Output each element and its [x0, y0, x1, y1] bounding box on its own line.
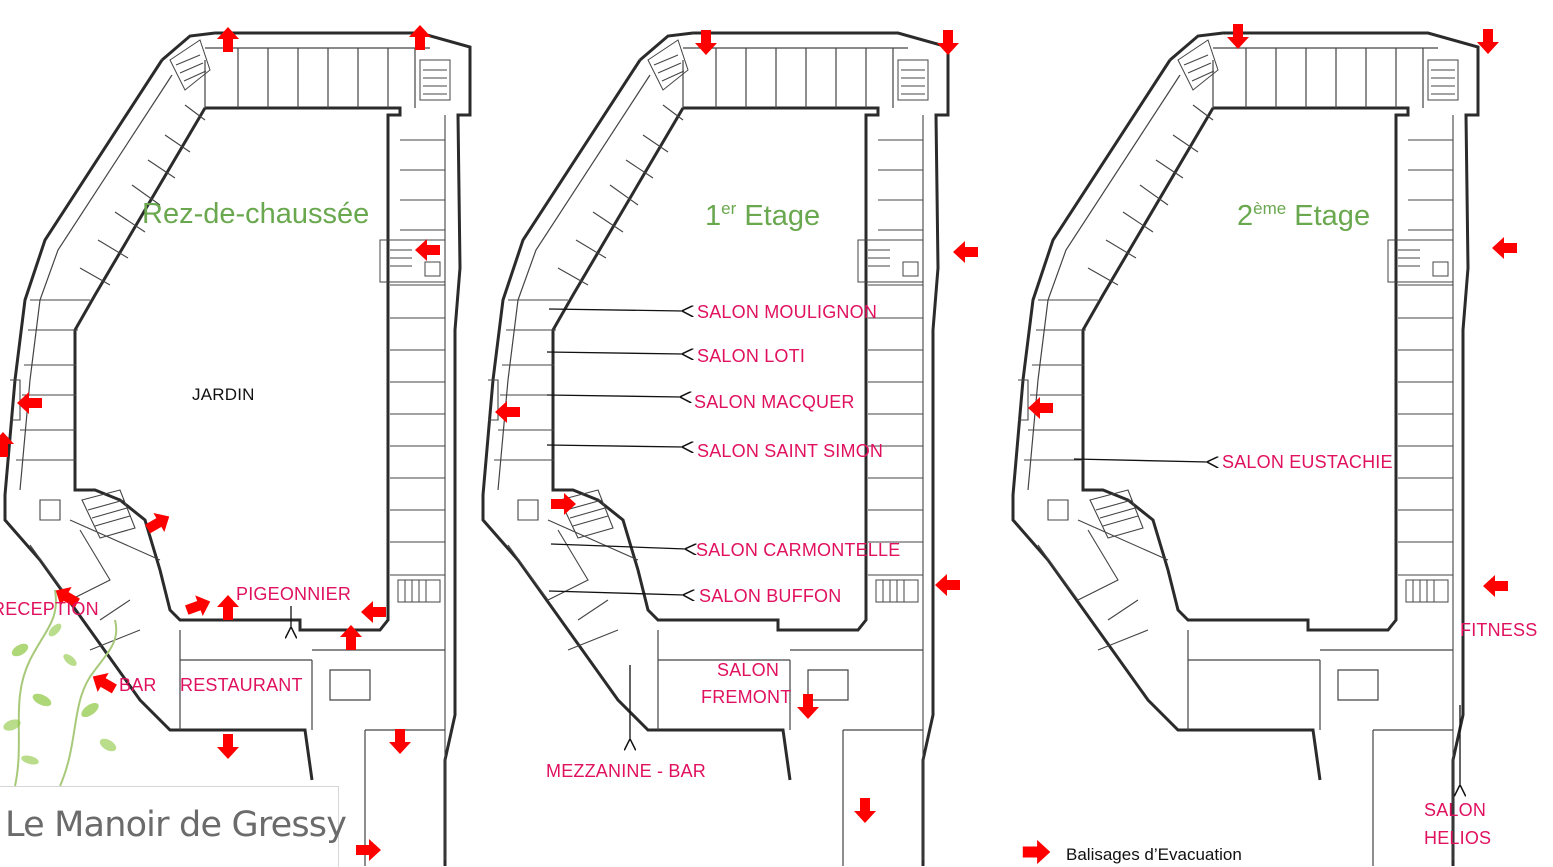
pointer-arrows [291, 309, 1460, 786]
red-arrow-icon [854, 798, 876, 823]
red-arrow-icon [389, 729, 411, 754]
red-arrow-icon [87, 666, 120, 699]
red-arrow-icon [937, 30, 959, 55]
label-restaurant: RESTAURANT [180, 675, 303, 695]
red-arrow-icon [1028, 397, 1053, 419]
label-salon-carmontelle: SALON CARMONTELLE [696, 540, 901, 560]
red-arrow-icon [1477, 29, 1499, 54]
red-arrow-icon [935, 574, 960, 596]
red-arrow-icon [361, 601, 386, 623]
red-arrow-icon [1492, 237, 1517, 259]
red-arrow-icon [1227, 24, 1249, 49]
legend-label: Balisages d’Evacuation [1066, 845, 1242, 864]
label-salon-helios-line1: SALON [1424, 800, 1487, 820]
red-arrow-icon [356, 839, 381, 861]
red-arrow-icon [495, 401, 520, 423]
label-salon-loti: SALON LOTI [697, 346, 806, 366]
floor-title-second: 2ème Etage [1237, 199, 1371, 232]
label-salon-saint-simon: SALON SAINT SIMON [697, 441, 884, 461]
red-arrow-icon [415, 239, 440, 261]
label-salon-helios-line2: HELIOS [1424, 828, 1492, 848]
label-salon-moulignon: SALON MOULIGNON [697, 302, 878, 322]
red-arrow-icon [1483, 575, 1508, 597]
leafy-vine-icon [3, 589, 118, 787]
red-arrow-icon [797, 694, 819, 719]
logo: Le Manoir de Gressy [5, 805, 347, 845]
label-salon-fremont-line2: FREMONT [701, 687, 792, 707]
red-arrow-icon [182, 591, 214, 621]
label-salon-fremont-line1: SALON [717, 660, 780, 680]
floorplan-second [1011, 31, 1480, 866]
label-fitness: FITNESS [1460, 620, 1538, 640]
legend-red-arrow-icon [1022, 839, 1051, 865]
red-arrow-icon [953, 241, 978, 263]
label-salon-buffon: SALON BUFFON [699, 586, 842, 606]
logo-panel [0, 786, 339, 867]
floor-title-first: 1er Etage [705, 199, 821, 232]
floor-title-ground: Rez-de-chaussée [142, 198, 370, 230]
label-bar: BAR [119, 675, 157, 695]
label-jardin: JARDIN [192, 385, 255, 404]
label-mezzanine-bar: MEZZANINE - BAR [546, 761, 707, 781]
label-pigeonnier: PIGEONNIER [236, 584, 352, 604]
red-arrow-icon [0, 432, 14, 457]
label-salon-macquer: SALON MACQUER [694, 392, 855, 412]
label-salon-eustachie: SALON EUSTACHIE [1222, 452, 1393, 472]
red-arrow-icon [409, 25, 431, 50]
red-arrow-icon [217, 734, 239, 759]
label-reception: RECEPTION [0, 599, 99, 619]
